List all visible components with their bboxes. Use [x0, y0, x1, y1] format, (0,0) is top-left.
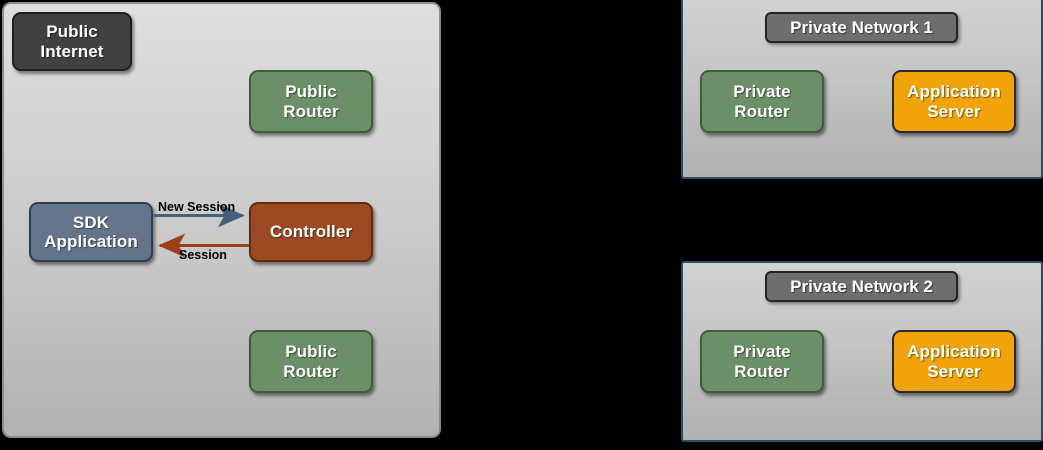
node-application-server-1-line1: Application	[907, 82, 1001, 102]
node-private-router-1-label: Private Router	[733, 82, 790, 120]
node-private-router-2[interactable]: Private Router	[700, 330, 824, 393]
node-sdk-application-label: SDK Application	[44, 213, 138, 251]
node-public-internet-line1: Public	[46, 22, 98, 42]
private-network-2-title: Private Network 2	[765, 271, 958, 302]
node-public-router-top-line2: Router	[283, 101, 339, 121]
node-sdk-application[interactable]: SDK Application	[29, 202, 153, 262]
node-private-router-2-label: Private Router	[733, 342, 790, 380]
node-controller-label: Controller	[270, 222, 352, 241]
node-public-router-bottom-label: Public Router	[283, 342, 338, 380]
node-controller[interactable]: Controller	[249, 202, 373, 262]
node-private-router-1-line1: Private	[733, 82, 791, 102]
node-public-router-bottom[interactable]: Public Router	[249, 330, 373, 393]
node-private-router-1-line2: Router	[734, 101, 790, 121]
node-public-internet[interactable]: Public Internet	[12, 12, 132, 71]
node-public-router-bottom-line2: Router	[283, 361, 339, 381]
node-public-internet-label: Public Internet	[40, 22, 103, 60]
private-network-2-title-text: Private Network 2	[790, 276, 933, 296]
node-application-server-1-line2: Server	[927, 101, 981, 121]
node-application-server-1-label: Application Server	[907, 82, 1001, 120]
node-application-server-1[interactable]: Application Server	[892, 70, 1016, 133]
node-application-server-2[interactable]: Application Server	[892, 330, 1016, 393]
node-public-internet-line2: Internet	[40, 41, 104, 61]
edge-label-new-session: New Session	[158, 200, 236, 214]
node-public-router-top[interactable]: Public Router	[249, 70, 373, 133]
private-network-1-title-text: Private Network 1	[790, 17, 933, 37]
node-public-router-bottom-line1: Public	[285, 342, 337, 362]
node-application-server-2-line2: Server	[927, 361, 981, 381]
node-sdk-application-line2: Application	[44, 232, 138, 251]
edge-label-session: Session	[179, 248, 227, 262]
node-public-router-top-label: Public Router	[283, 82, 338, 120]
node-application-server-2-label: Application Server	[907, 342, 1001, 380]
node-sdk-application-line1: SDK	[72, 212, 110, 232]
private-network-1-title: Private Network 1	[765, 12, 958, 43]
node-private-router-2-line1: Private	[733, 342, 791, 362]
node-public-router-top-line1: Public	[285, 82, 337, 102]
node-private-router-1[interactable]: Private Router	[700, 70, 824, 133]
node-private-router-2-line2: Router	[734, 361, 790, 381]
node-controller-line1: Controller	[269, 222, 353, 242]
node-application-server-2-line1: Application	[907, 342, 1001, 362]
